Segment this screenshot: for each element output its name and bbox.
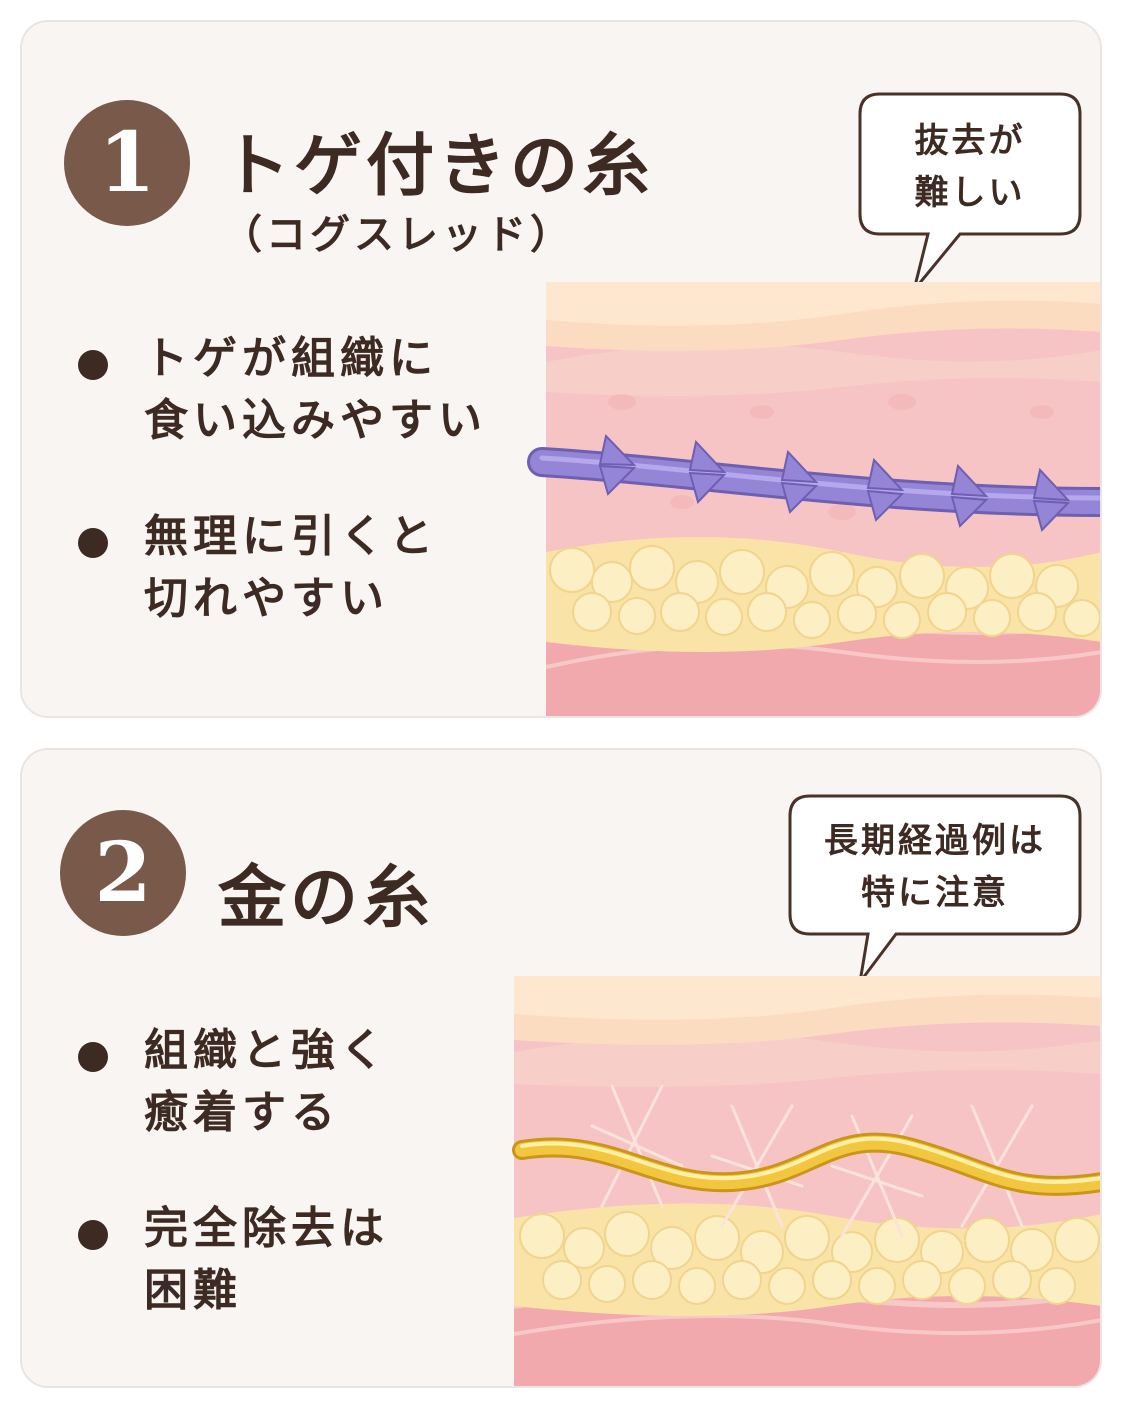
skin-cross-section-illustration: 長期経過例は 特に注意 [512,794,1100,1386]
bullet-line: 組織と強く [144,1025,389,1076]
bullet-line: 食い込みやすい [144,395,487,446]
panel-title: 金の糸 [218,859,435,938]
panel-cog-thread: 1 トゲ付きの糸 （コグスレッド） トゲが組織に 食い込みやすい 無理に引くと … [20,20,1102,718]
number-badge: 1 [64,100,190,226]
fat-cells [549,545,1100,639]
bubble-text-line: 難しい [915,173,1026,213]
bullet-dot-icon [78,528,108,558]
bullet-dot-icon [78,1220,108,1250]
bullet-line: 完全除去は [144,1203,389,1254]
skin-cross-section-illustration: 抜去が 難しい [527,92,1100,716]
cog-thread [527,433,1100,532]
bullet-item: 完全除去は 困難 [78,1198,389,1322]
fat-cells [519,1211,1100,1305]
bullet-line: トゲが組織に [144,333,438,384]
speech-bubble: 抜去が 難しい [858,92,1082,291]
gold-thread [512,1132,1100,1196]
panel-subtitle: （コグスレッド） [222,212,574,258]
bullet-item: トゲが組織に 食い込みやすい [78,328,487,452]
bullet-dot-icon [78,1042,108,1072]
bullet-dot-icon [78,350,108,380]
panel-gold-thread: 2 金の糸 組織と強く 癒着する 完全除去は 困難 長期経過例は 特に注意 [20,748,1102,1388]
bullet-list: トゲが組織に 食い込みやすい 無理に引くと 切れやすい [78,328,487,684]
bullet-line: 切れやすい [144,573,389,624]
bullet-list: 組織と強く 癒着する 完全除去は 困難 [78,1020,389,1376]
bubble-text-line: 抜去が [915,121,1026,161]
number-badge: 2 [60,810,186,936]
bubble-text-line: 長期経過例は [824,821,1046,861]
bullet-line: 困難 [144,1265,242,1316]
bullet-item: 無理に引くと 切れやすい [78,506,487,630]
bullet-item: 組織と強く 癒着する [78,1020,389,1144]
speech-bubble: 長期経過例は 特に注意 [788,794,1082,983]
bubble-text-line: 特に注意 [861,873,1009,913]
panel-title: トゲ付きの糸 [222,127,655,206]
bullet-line: 癒着する [144,1087,340,1138]
bullet-line: 無理に引くと [144,511,438,562]
